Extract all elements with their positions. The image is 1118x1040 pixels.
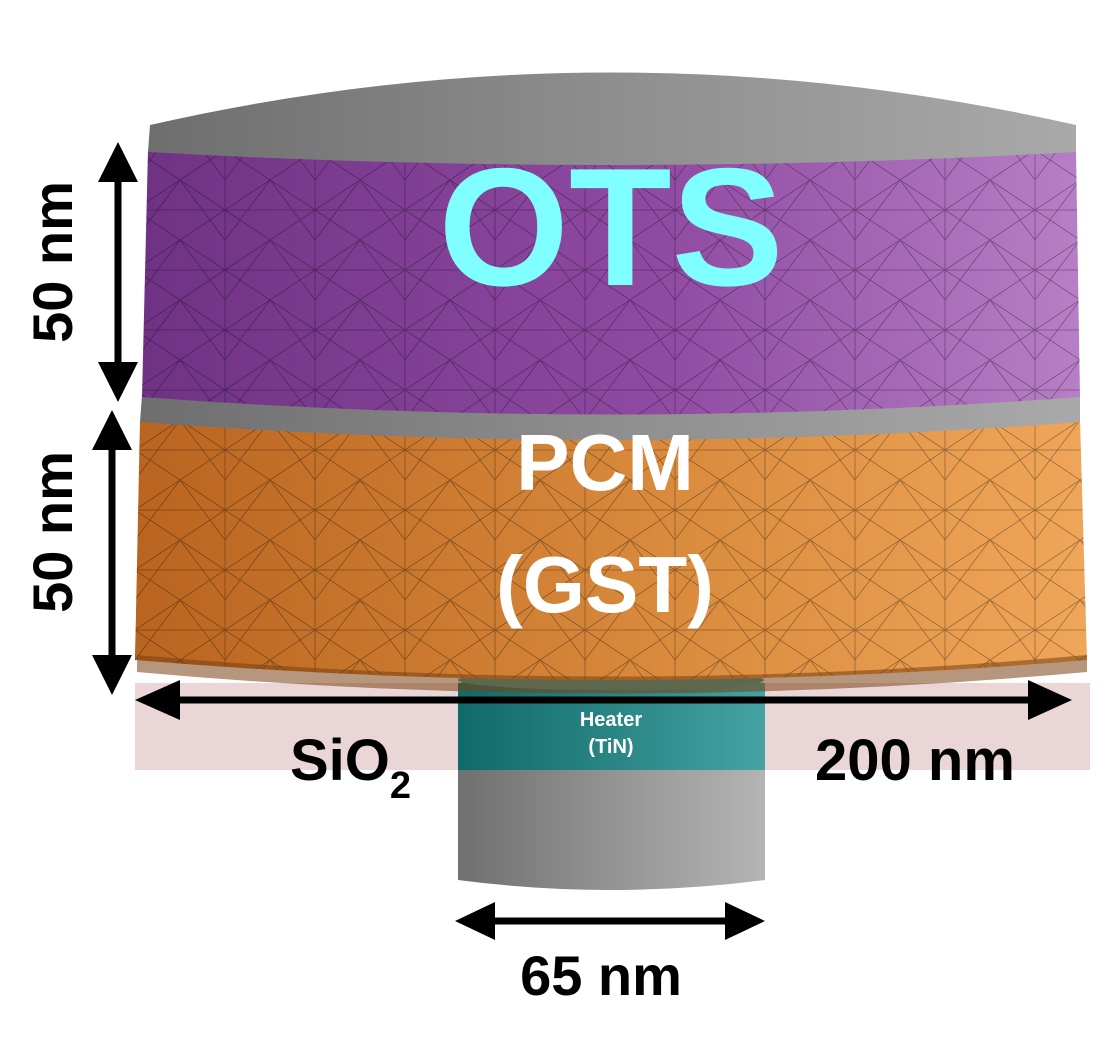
sio2-label: SiO2 [290, 728, 411, 807]
pcm-layer [135, 420, 1087, 694]
top-electrode [148, 72, 1076, 165]
ots-thickness-arrow [98, 142, 138, 402]
bottom-electrode [458, 765, 765, 890]
heater-width-arrow [455, 902, 765, 940]
ots-thickness-label: 50 nm [21, 181, 84, 343]
cell-width-label: 200 nm [815, 728, 1015, 793]
middle-electrode [140, 395, 1080, 440]
ots-label: OTS [438, 133, 783, 321]
pcm-label-line1: PCM [516, 418, 694, 507]
heater-label-line1: Heater [580, 709, 642, 731]
ots-layer [142, 150, 1080, 415]
pcm-thickness-label: 50 nm [21, 451, 84, 613]
sio2-subscript: 2 [390, 765, 411, 807]
pcm-thickness-arrow [92, 410, 132, 695]
pcm-label-line2: (GST) [496, 540, 714, 629]
heater-label-line2: (TiN) [588, 736, 633, 758]
heater-width-label: 65 nm [520, 944, 682, 1007]
cell-width-arrow [135, 680, 1072, 720]
